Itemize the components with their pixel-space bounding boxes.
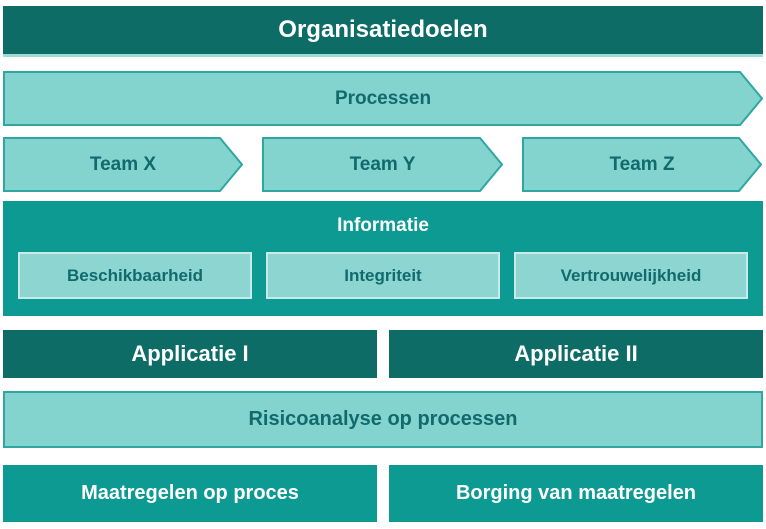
borging-block: Borging van maatregelen xyxy=(389,465,763,522)
maatregelen-label: Maatregelen op proces xyxy=(81,482,299,504)
right-arrow-shape xyxy=(522,137,762,192)
right-arrow-shape xyxy=(3,71,763,126)
organisatiedoelen-banner: Organisatiedoelen xyxy=(3,6,763,57)
vertrouwelijkheid-cell: Vertrouwelijkheid xyxy=(514,252,748,299)
processen-label: Processen xyxy=(334,87,432,109)
applicatie-2-label: Applicatie II xyxy=(514,341,638,366)
processen-arrow: Processen xyxy=(3,71,763,126)
informatie-aspects-row: Beschikbaarheid Integriteit Vertrouwelij… xyxy=(18,252,748,299)
team-z-arrow: Team Z xyxy=(522,137,762,192)
beschikbaarheid-cell: Beschikbaarheid xyxy=(18,252,252,299)
right-arrow-shape xyxy=(3,137,243,192)
team-z-label: Team Z xyxy=(609,153,675,175)
borging-label: Borging van maatregelen xyxy=(455,482,697,504)
applicatie-2-block: Applicatie II xyxy=(389,330,763,378)
vertrouwelijkheid-label: Vertrouwelijkheid xyxy=(560,265,702,285)
risicoanalyse-label: Risicoanalyse op processen xyxy=(248,408,518,430)
informatie-block: Informatie Beschikbaarheid Integriteit V… xyxy=(3,201,763,316)
right-arrow-shape xyxy=(262,137,503,192)
informatie-title: Informatie xyxy=(337,215,429,236)
team-y-label: Team Y xyxy=(349,153,416,175)
organisatiedoelen-label: Organisatiedoelen xyxy=(278,16,488,43)
team-y-arrow: Team Y xyxy=(262,137,503,192)
integriteit-label: Integriteit xyxy=(344,265,422,285)
team-x-label: Team X xyxy=(89,153,157,175)
applicatie-1-label: Applicatie I xyxy=(131,341,249,366)
risicoanalyse-block: Risicoanalyse op processen xyxy=(3,391,763,448)
maatregelen-block: Maatregelen op proces xyxy=(3,465,377,522)
integriteit-cell: Integriteit xyxy=(266,252,500,299)
team-x-arrow: Team X xyxy=(3,137,243,192)
beschikbaarheid-label: Beschikbaarheid xyxy=(66,265,204,285)
applicatie-1-block: Applicatie I xyxy=(3,330,377,378)
